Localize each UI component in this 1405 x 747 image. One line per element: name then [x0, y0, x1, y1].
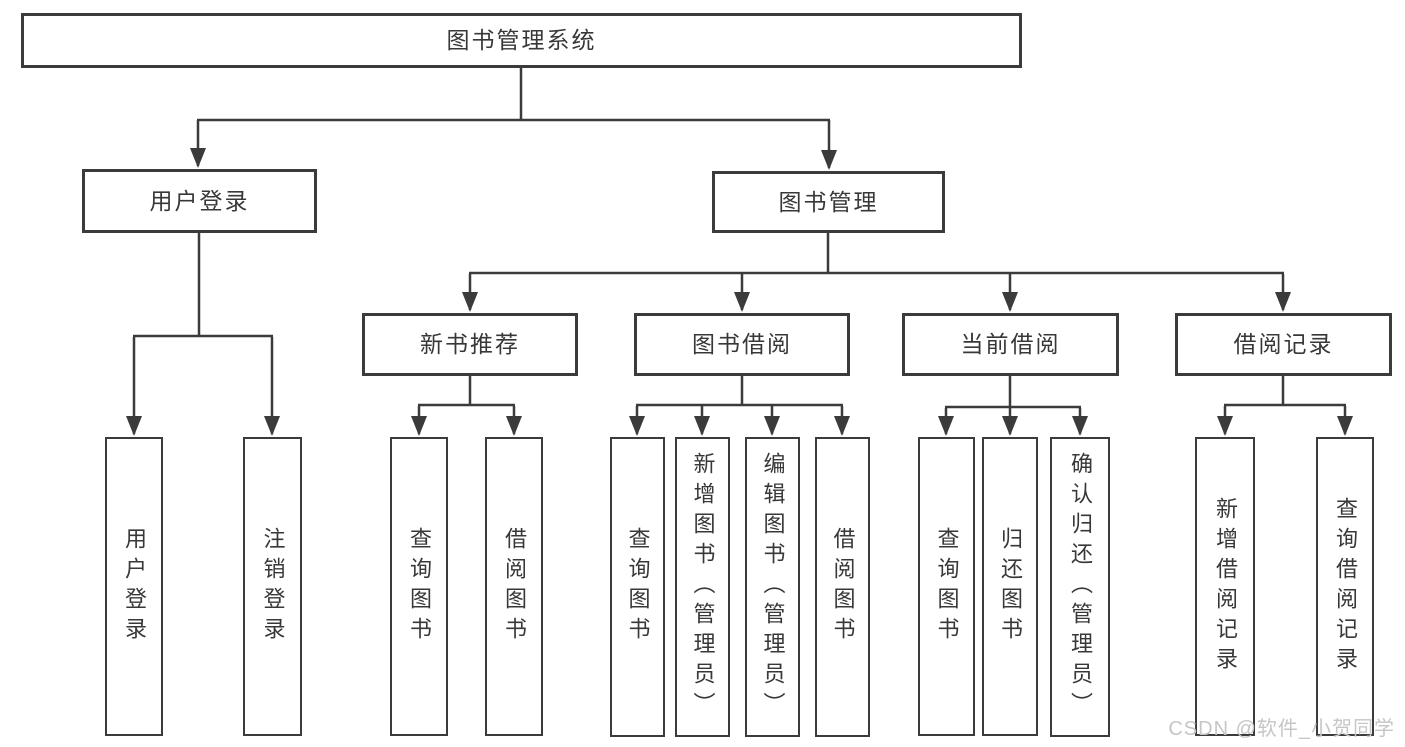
leaf-query-borrow-record: 查询借阅记录	[1316, 437, 1374, 736]
leaf-query-books-3: 查询图书	[918, 437, 975, 736]
node-book-management-label: 图书管理	[778, 188, 879, 215]
node-user-login-label: 用户登录	[149, 187, 250, 214]
node-user-login: 用户登录	[82, 169, 317, 233]
csdn-watermark: CSDN @软件_小贺同学	[1168, 718, 1395, 740]
leaf-edit-books-label: 编辑图书（管理员）	[760, 452, 786, 722]
node-new-book-recommend: 新书推荐	[362, 313, 578, 376]
leaf-query-books-3-label: 查询图书	[934, 526, 960, 647]
node-book-borrowing-label: 图书借阅	[692, 331, 792, 357]
leaf-borrow-books-2-label: 借阅图书	[830, 527, 856, 647]
leaf-borrow-books-1-label: 借阅图书	[502, 526, 527, 647]
leaf-return-books-label: 归还图书	[998, 526, 1023, 647]
node-root: 图书管理系统	[21, 13, 1022, 68]
leaf-borrow-books-1: 借阅图书	[485, 437, 543, 736]
edge-borrowing-spine	[636, 376, 843, 407]
leaf-borrow-books-2: 借阅图书	[815, 437, 870, 737]
leaf-logout: 注销登录	[243, 437, 302, 736]
node-current-borrowing: 当前借阅	[902, 313, 1119, 376]
leaf-confirm-return: 确认归还（管理员）	[1050, 437, 1110, 737]
node-borrowing-records: 借阅记录	[1175, 313, 1392, 376]
leaf-add-borrow-record: 新增借阅记录	[1195, 437, 1255, 736]
leaf-query-borrow-record-label: 查询借阅记录	[1333, 496, 1358, 677]
edge-bookmgmt-spine	[469, 233, 1284, 275]
leaf-query-books-2: 查询图书	[610, 437, 665, 737]
leaf-add-books: 新增图书（管理员）	[675, 437, 730, 737]
leaf-confirm-return-label: 确认归还（管理员）	[1068, 452, 1093, 722]
edge-records-spine	[1224, 376, 1346, 407]
leaf-add-books-label: 新增图书（管理员）	[690, 452, 716, 722]
node-borrowing-records-label: 借阅记录	[1233, 331, 1334, 357]
edge-root-spine	[197, 67, 830, 122]
node-book-borrowing: 图书借阅	[634, 313, 850, 376]
leaf-return-books: 归还图书	[982, 437, 1038, 736]
node-root-label: 图书管理系统	[446, 27, 597, 53]
leaf-query-books-1-label: 查询图书	[407, 526, 432, 647]
leaf-add-borrow-record-label: 新增借阅记录	[1213, 496, 1238, 677]
edge-userlogin-spine	[133, 233, 273, 338]
node-new-book-recommend-label: 新书推荐	[420, 331, 520, 357]
node-current-borrowing-label: 当前借阅	[960, 331, 1061, 357]
node-book-management: 图书管理	[712, 171, 945, 233]
edge-recommend-spine	[418, 376, 515, 407]
leaf-query-books-2-label: 查询图书	[625, 527, 651, 647]
leaf-user-login-label: 用户登录	[122, 526, 147, 647]
edge-current-spine	[945, 376, 1081, 409]
leaf-edit-books: 编辑图书（管理员）	[745, 437, 800, 737]
leaf-logout-label: 注销登录	[260, 526, 286, 647]
leaf-query-books-1: 查询图书	[390, 437, 448, 736]
leaf-user-login: 用户登录	[105, 437, 163, 736]
